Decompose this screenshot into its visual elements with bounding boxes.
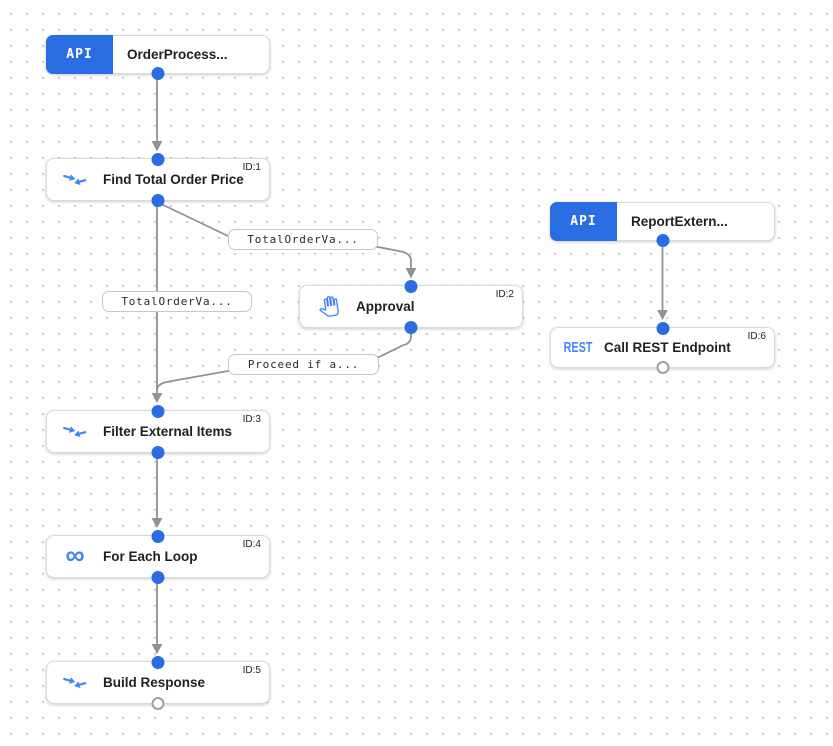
edge-foreach-to-build-arrowhead (151, 644, 163, 654)
rest-icon: REST (563, 339, 593, 356)
input-port[interactable] (151, 404, 165, 418)
edge-orderprocess-to-findtotal-arrowhead (151, 141, 163, 152)
output-port[interactable] (151, 193, 165, 207)
api-trigger-badge: API (46, 35, 113, 74)
node-title: Call REST Endpoint (604, 340, 731, 355)
node-approval[interactable]: Approval ID:2 (299, 279, 523, 334)
node-title: ReportExtern... (631, 214, 728, 229)
node-title: Find Total Order Price (103, 172, 244, 187)
edge-label[interactable]: TotalOrderVa... (228, 229, 378, 250)
output-port[interactable] (151, 696, 165, 710)
node-filter-external-items[interactable]: Filter External Items ID:3 (46, 404, 270, 459)
input-port[interactable] (151, 152, 165, 166)
output-port[interactable] (404, 320, 418, 334)
edge-approval-to-filter[interactable] (156, 328, 412, 391)
input-port[interactable] (151, 529, 165, 543)
node-find-total-order-price[interactable]: Find Total Order Price ID:1 (46, 152, 270, 207)
edge-label[interactable]: Proceed if a... (228, 354, 379, 375)
data-mapping-icon (61, 169, 89, 191)
approval-hand-icon (314, 296, 342, 317)
node-orderprocess-api-trigger[interactable]: API OrderProcess... (46, 35, 270, 80)
api-trigger-badge: API (550, 202, 617, 241)
task-id-label: ID:1 (242, 162, 261, 173)
for-each-loop-icon: ∞ (65, 539, 85, 570)
input-port[interactable] (151, 655, 165, 669)
node-call-rest-endpoint[interactable]: REST Call REST Endpoint ID:6 (550, 321, 775, 374)
output-port[interactable] (151, 66, 165, 80)
node-title: OrderProcess... (127, 47, 228, 62)
data-mapping-icon (61, 421, 89, 443)
node-for-each-loop[interactable]: ∞ For Each Loop ID:4 (46, 529, 270, 584)
node-reportextern-api-trigger[interactable]: API ReportExtern... (550, 202, 775, 247)
node-title: Filter External Items (103, 424, 233, 439)
node-title: Approval (356, 299, 415, 314)
input-port[interactable] (656, 321, 669, 335)
edge-filter-to-foreach-arrowhead (151, 518, 163, 528)
task-id-label: ID:5 (242, 665, 261, 676)
output-port[interactable] (151, 570, 165, 584)
edge-label[interactable]: TotalOrderVa... (102, 291, 252, 312)
edge-findtotal-to-filter-arrowhead (151, 393, 163, 403)
edge-findtotal-to-approval-arrowhead (405, 268, 417, 279)
output-port[interactable] (656, 233, 669, 247)
task-id-label: ID:6 (747, 331, 766, 342)
edge-reportextern-to-callrest-arrowhead (657, 310, 668, 320)
input-port[interactable] (404, 279, 418, 293)
node-title: For Each Loop (103, 549, 198, 564)
node-title: Build Response (103, 675, 206, 690)
task-id-label: ID:2 (495, 289, 514, 300)
task-id-label: ID:4 (242, 539, 261, 550)
task-id-label: ID:3 (242, 414, 261, 425)
data-mapping-icon (61, 672, 89, 694)
output-port[interactable] (151, 445, 165, 459)
output-port[interactable] (656, 360, 669, 374)
node-build-response[interactable]: Build Response ID:5 (46, 655, 270, 710)
edge-findtotal-to-approval[interactable] (156, 201, 412, 268)
